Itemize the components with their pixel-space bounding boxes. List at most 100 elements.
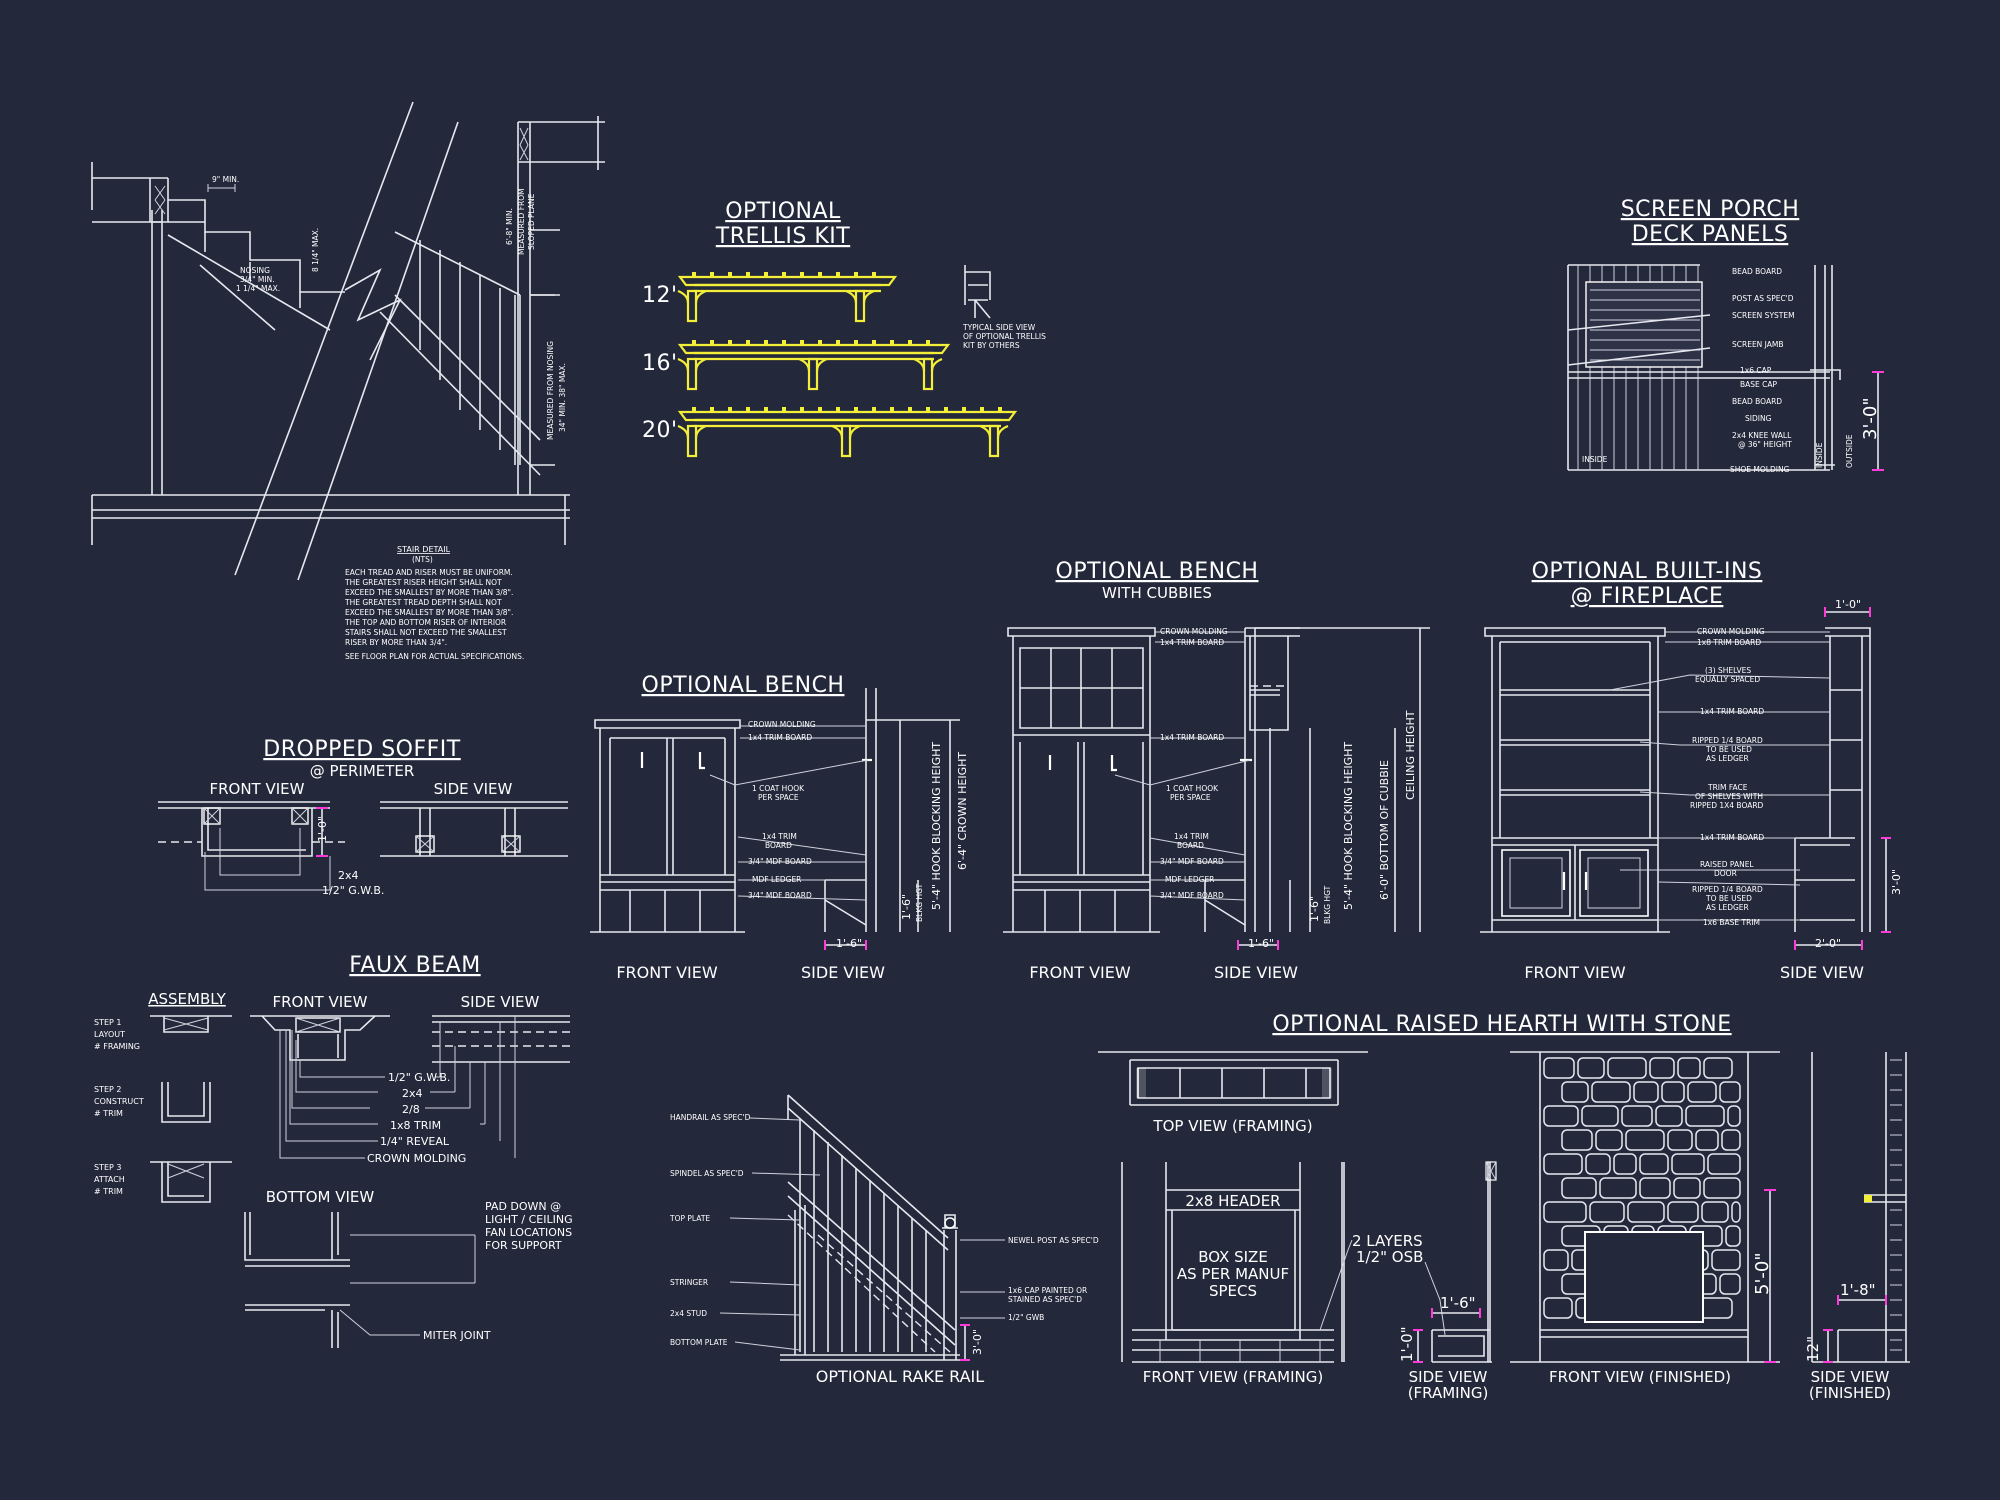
stone — [1731, 1201, 1741, 1223]
trellis-size-20: 20' — [642, 418, 678, 443]
builtins-label: 1x4 TRIM BOARD — [1700, 707, 1764, 716]
faux-beam-label: 1/2" G.W.B. — [388, 1071, 450, 1084]
sp-label: SCREEN SYSTEM — [1732, 311, 1795, 320]
faux-beam-front-view: FRONT VIEW — [272, 993, 367, 1011]
hearth-osb: 2 LAYERS — [1352, 1232, 1423, 1250]
trellis-beam — [677, 410, 1018, 422]
hearth-box: SPECS — [1209, 1282, 1257, 1300]
sp-inside-right: INSIDE — [1815, 442, 1824, 468]
stone — [1701, 1201, 1729, 1223]
cubbies-dim: 1'-6" — [1308, 896, 1321, 922]
cubbies-label: 3/4" MDF BOARD — [1160, 891, 1224, 900]
builtins-label: TO BE USED — [1705, 745, 1752, 754]
sp-label: 2x4 KNEE WALL — [1732, 431, 1792, 440]
stair-dim-headroom: 6'-8" MIN. — [505, 208, 514, 245]
trellis-side-note: KIT BY OTHERS — [963, 341, 1020, 350]
stone — [1633, 1081, 1659, 1103]
cubbies-dim: BLKG HGT — [1323, 885, 1332, 924]
stone — [1673, 1177, 1701, 1199]
trellis-rafter — [692, 340, 696, 345]
sp-height-dim: 3'-0" — [1860, 397, 1881, 440]
soffit-subtitle: @ PERIMETER — [310, 762, 415, 780]
cubbies-label: 1 COAT HOOK — [1166, 784, 1219, 793]
cubbies-dim-depth: 1'-6" — [1248, 937, 1274, 950]
trellis-rafter — [836, 272, 840, 277]
rake-caption: OPTIONAL RAKE RAIL — [816, 1367, 984, 1386]
trellis-elevations — [677, 272, 1018, 458]
cubbies-label: 3/4" MDF BOARD — [1160, 857, 1224, 866]
stone — [1543, 1057, 1575, 1079]
bench-label: CROWN MOLDING — [748, 720, 816, 729]
cubbies-label: MDF LEDGER — [1165, 875, 1214, 884]
builtins-label: RIPPED 1/4 BOARD — [1692, 885, 1763, 894]
bench-dim: BLKG HGT — [915, 883, 924, 922]
builtins-dim-top: 1'-0" — [1835, 598, 1861, 611]
trellis-rafter — [854, 340, 858, 345]
trellis-rafter — [962, 407, 966, 412]
hearth-side-finished: SIDE VIEW — [1811, 1368, 1890, 1386]
sp-label: BASE CAP — [1740, 380, 1778, 389]
hearth-side-framing: (FRAMING) — [1408, 1384, 1489, 1402]
screen-porch-panels: SCREEN PORCH DECK PANELS BEAD BOARD POST… — [1567, 197, 1884, 474]
stone — [1627, 1201, 1665, 1223]
stair-note-line: RISER BY MORE THAN 3/4". — [345, 638, 447, 647]
trellis-rafter — [944, 407, 948, 412]
trellis-rafter — [710, 340, 714, 345]
trellis-bracket — [845, 289, 875, 304]
trellis-rafter — [836, 340, 840, 345]
bench-dim: 5'-4" HOOK BLOCKING HEIGHT — [930, 742, 943, 910]
builtins-label: OF SHELVES WITH — [1695, 792, 1763, 801]
faux-beam-step: # TRIM — [94, 1187, 123, 1196]
faux-beam: FAUX BEAM ASSEMBLY FRONT VIEW SIDE VIEW … — [94, 953, 573, 1348]
trellis-bracket — [798, 357, 828, 372]
stone — [1725, 1225, 1741, 1247]
hearth-side-framing: SIDE VIEW — [1409, 1368, 1488, 1386]
trellis-rafter — [710, 272, 714, 277]
stone — [1581, 1105, 1619, 1127]
faux-beam-side-view: SIDE VIEW — [461, 993, 540, 1011]
trellis-bracket — [677, 357, 707, 372]
stone — [1561, 1081, 1589, 1103]
raised-hearth: OPTIONAL RAISED HEARTH WITH STONE TOP VI… — [1098, 1012, 1910, 1402]
trellis-rafter — [818, 272, 822, 277]
bench-label: BOARD — [765, 841, 792, 850]
builtins-label: CROWN MOLDING — [1697, 627, 1765, 636]
trellis-side-note: OF OPTIONAL TRELLIS — [963, 332, 1046, 341]
stone — [1585, 1153, 1611, 1175]
bench-side-view: SIDE VIEW — [801, 963, 885, 982]
trellis-rafter — [818, 407, 822, 412]
stone — [1661, 1081, 1685, 1103]
stone — [1727, 1105, 1741, 1127]
faux-beam-step: STEP 3 — [94, 1163, 121, 1172]
trellis-rafter — [890, 340, 894, 345]
faux-beam-pad-note: LIGHT / CEILING — [485, 1213, 573, 1226]
faux-beam-pad-note: PAD DOWN @ — [485, 1200, 561, 1213]
builtins-subtitle: @ FIREPLACE — [1571, 584, 1724, 609]
bench-label: 3/4" MDF BOARD — [748, 891, 812, 900]
cubbies-front-view: FRONT VIEW — [1029, 963, 1131, 982]
rake-rail: 3'-0" HANDRAIL AS SPEC'D SPINDEL AS SPEC… — [669, 1094, 1099, 1386]
sp-label: POST AS SPEC'D — [1732, 294, 1794, 303]
trellis-rafter — [764, 272, 768, 277]
stone — [1607, 1057, 1647, 1079]
hearth-dim-opening: 5'-0" — [1752, 1252, 1773, 1295]
faux-beam-label: 2/8 — [402, 1103, 420, 1116]
soffit-title: DROPPED SOFFIT — [263, 737, 460, 762]
cubbies-subtitle: WITH CUBBIES — [1102, 584, 1212, 602]
trellis-rafter — [836, 407, 840, 412]
stair-dim-rail-measured: MEASURED FROM NOSING — [546, 341, 555, 440]
stone — [1703, 1177, 1741, 1199]
stone — [1655, 1105, 1683, 1127]
faux-beam-step: # TRIM — [94, 1109, 123, 1118]
rake-label-left: TOP PLATE — [669, 1214, 710, 1223]
trellis-post — [686, 289, 698, 323]
stone — [1625, 1129, 1665, 1151]
cubbies-label: PER SPACE — [1170, 793, 1211, 802]
trellis-post — [686, 424, 698, 458]
hearth-title: OPTIONAL RAISED HEARTH WITH STONE — [1272, 1012, 1731, 1037]
stair-note-line: THE GREATEST RISER HEIGHT SHALL NOT — [344, 578, 502, 587]
stone — [1561, 1129, 1593, 1151]
trellis-bracket — [831, 424, 861, 439]
trellis-rafter — [998, 407, 1002, 412]
rake-label-left: STRINGER — [670, 1278, 708, 1287]
